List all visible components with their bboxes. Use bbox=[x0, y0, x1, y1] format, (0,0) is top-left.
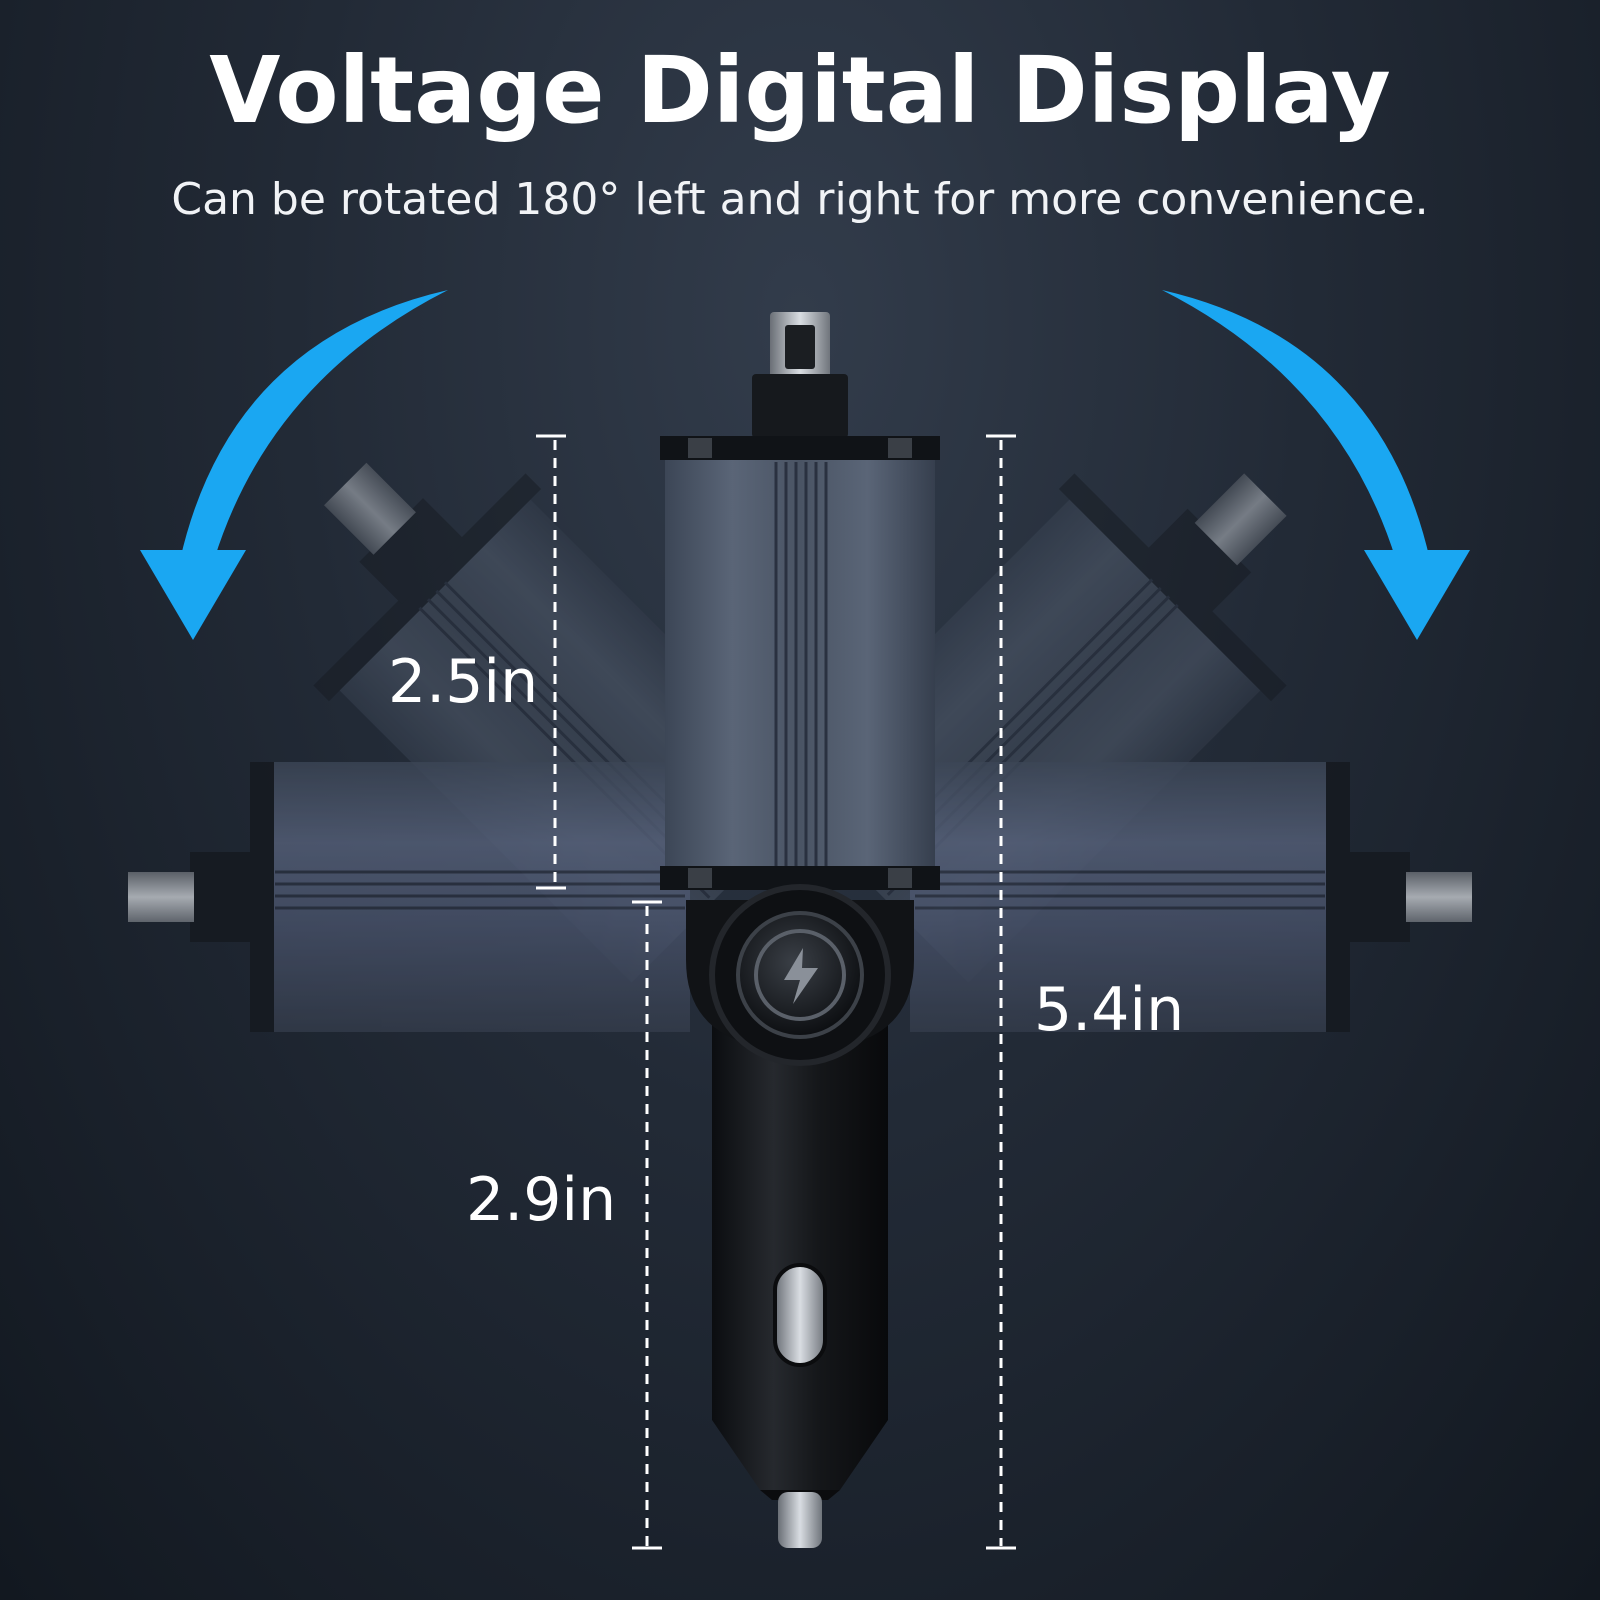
dimension-line-head bbox=[536, 434, 566, 890]
ghost-head-left-horizontal bbox=[128, 762, 690, 1032]
head-height-label: 2.5in bbox=[388, 647, 539, 717]
dimension-line-total bbox=[986, 434, 1016, 1550]
rotate-left-arrow-icon bbox=[140, 290, 448, 640]
ghost-head-right-horizontal bbox=[910, 762, 1472, 1032]
rotate-right-arrow-icon bbox=[1162, 290, 1470, 640]
plug-height-label: 2.9in bbox=[466, 1165, 617, 1235]
total-height-label: 5.4in bbox=[1034, 975, 1185, 1045]
lightning-icon bbox=[784, 948, 818, 1004]
headline-title: Voltage Digital Display bbox=[209, 37, 1391, 144]
dimension-line-plug bbox=[632, 900, 662, 1550]
headline-subtitle: Can be rotated 180° left and right for m… bbox=[171, 174, 1429, 225]
main-charger-head bbox=[660, 312, 940, 890]
